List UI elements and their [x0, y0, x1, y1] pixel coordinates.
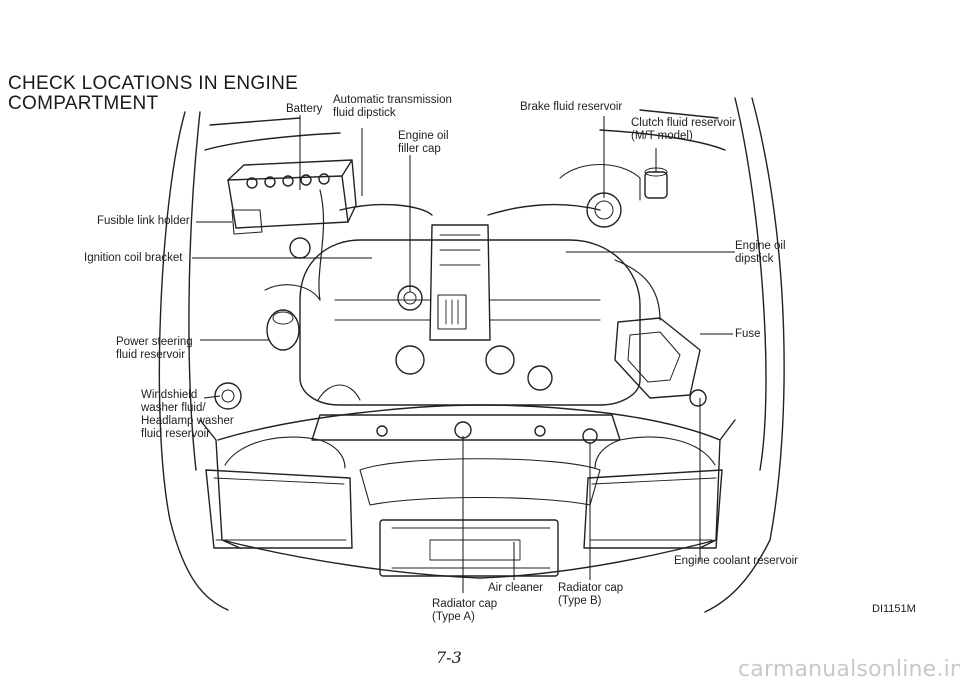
figure-code: DI1151M — [872, 603, 916, 615]
leader-lines — [192, 115, 735, 593]
label-engine-oil-filler-cap: Engine oil filler cap — [398, 130, 449, 155]
label-atf-dipstick: Automatic transmission fluid dipstick — [333, 94, 452, 119]
label-fuse: Fuse — [735, 328, 761, 340]
label-clutch-fluid-reservoir: Clutch fluid reservoir (M/T model) — [631, 117, 736, 142]
label-air-cleaner: Air cleaner — [488, 582, 543, 594]
label-power-steering-fluid-reservoir: Power steering fluid reservoir — [116, 336, 193, 361]
battery — [227, 175, 349, 229]
left-headlamp — [205, 469, 353, 549]
hood-outline — [158, 111, 229, 611]
watermark: carmanualsonline.info — [738, 657, 960, 682]
label-battery: Battery — [286, 103, 323, 115]
title-line-2: COMPARTMENT — [8, 93, 159, 114]
label-radiator-cap-type-b: Radiator cap (Type B) — [558, 582, 624, 607]
page-number: 7-3 — [436, 648, 462, 667]
title-line-1: CHECK LOCATIONS IN ENGINE — [8, 73, 299, 94]
page-title: CHECK LOCATIONS IN ENGINE COMPARTMENT — [8, 74, 298, 114]
label-fusible-link-holder: Fusible link holder — [97, 215, 190, 227]
label-radiator-cap-type-a: Radiator cap (Type A) — [432, 598, 498, 623]
label-engine-coolant-reservoir: Engine coolant reservoir — [674, 555, 799, 567]
label-engine-oil-dipstick: Engine oil dipstick — [735, 240, 786, 265]
label-ignition-coil-bracket: Ignition coil bracket — [84, 252, 183, 264]
label-brake-fluid-reservoir: Brake fluid reservoir — [520, 101, 623, 113]
label-washer-fluid-reservoir: Windshield washer fluid/ Headlamp washer… — [141, 389, 234, 440]
right-headlamp — [583, 469, 723, 549]
engine-block — [299, 239, 641, 406]
